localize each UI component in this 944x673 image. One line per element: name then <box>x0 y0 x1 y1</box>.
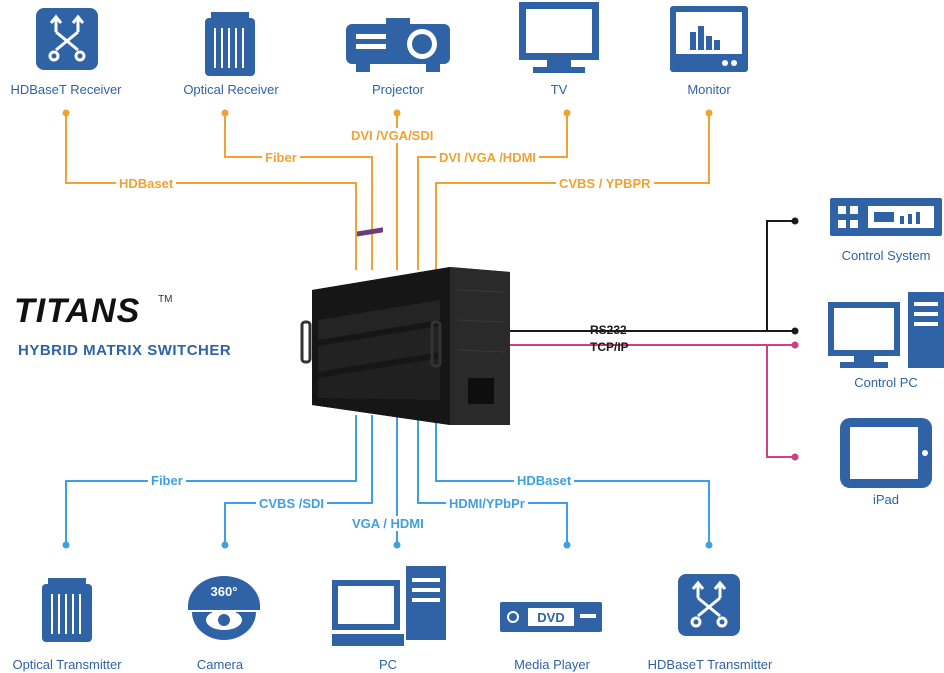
conn-label-cvbs-ypbpr: CVBS / YPBPR <box>556 176 654 191</box>
label-projector: Projector <box>371 82 425 97</box>
projector-icon <box>346 18 450 72</box>
camera-icon: 360° <box>188 576 260 640</box>
label-hdbaset-receiver: HDBaseT Receiver <box>10 82 122 97</box>
label-ipad: iPad <box>872 492 900 507</box>
dot-tcpip <box>791 341 799 349</box>
pc-icon <box>332 566 446 646</box>
dvd-badge: DVD <box>537 610 564 625</box>
conn-label-fiber-bottom: Fiber <box>148 473 186 488</box>
label-control-pc: Control PC <box>854 375 918 390</box>
matrix-switcher-chassis <box>300 227 510 425</box>
label-media-player: Media Player <box>514 657 590 672</box>
label-camera: Camera <box>196 657 244 672</box>
conn-label-hdmi-ypbpr: HDMI/YPbPr <box>446 496 528 511</box>
line-hdbaset-receiver <box>65 113 357 270</box>
ipad-icon <box>840 418 932 488</box>
brand-subtitle: HYBRID MATRIX SWITCHER <box>18 342 232 359</box>
control-system-icon <box>830 198 942 236</box>
dvd-player-icon: DVD <box>500 602 602 632</box>
optical-transmitter-icon <box>42 578 92 642</box>
conn-label-dvi-vga-hdmi: DVI /VGA /HDMI <box>436 150 540 165</box>
tv-icon <box>519 2 599 73</box>
control-pc-icon <box>828 292 944 368</box>
control-connections <box>510 220 795 458</box>
line-ipad <box>766 345 795 458</box>
dot-ipad <box>791 453 799 461</box>
conn-label-rs232: RS232 <box>590 323 627 337</box>
line-control-system <box>766 220 795 331</box>
brand-trademark: TM <box>158 294 173 305</box>
hdbaset-transmitter-icon <box>678 574 740 636</box>
dot-rs232 <box>791 327 799 335</box>
conn-label-vga-hdmi: VGA / HDMI <box>349 516 427 531</box>
label-control-system: Control System <box>841 248 931 263</box>
brand-logo: TITANS <box>14 292 141 330</box>
conn-label-hdbaset-top: HDBaset <box>116 176 177 191</box>
conn-label-fiber-top: Fiber <box>262 150 300 165</box>
label-optical-transmitter: Optical Transmitter <box>12 657 122 672</box>
dot-control-system <box>791 217 799 225</box>
input-dots <box>62 541 713 549</box>
camera-badge: 360° <box>211 584 238 599</box>
conn-label-tcpip: TCP/IP <box>590 340 629 354</box>
output-dots <box>62 109 713 117</box>
label-optical-receiver: Optical Receiver <box>183 82 279 97</box>
conn-label-cvbs-sdi: CVBS /SDI <box>256 496 328 511</box>
conn-label-hdbaset-bottom: HDBaset <box>514 473 575 488</box>
label-pc: PC <box>378 657 398 672</box>
label-monitor: Monitor <box>687 82 731 97</box>
hdbaset-receiver-icon <box>36 8 98 70</box>
label-hdbaset-transmitter: HDBaseT Transmitter <box>647 657 773 672</box>
line-optical-transmitter <box>65 415 357 545</box>
line-tv <box>417 113 568 270</box>
monitor-icon <box>670 6 748 72</box>
line-monitor <box>435 113 710 270</box>
label-tv: TV <box>550 82 568 97</box>
conn-label-dvi-vga-sdi: DVI /VGA/SDI <box>348 128 437 143</box>
optical-receiver-icon <box>205 12 255 76</box>
